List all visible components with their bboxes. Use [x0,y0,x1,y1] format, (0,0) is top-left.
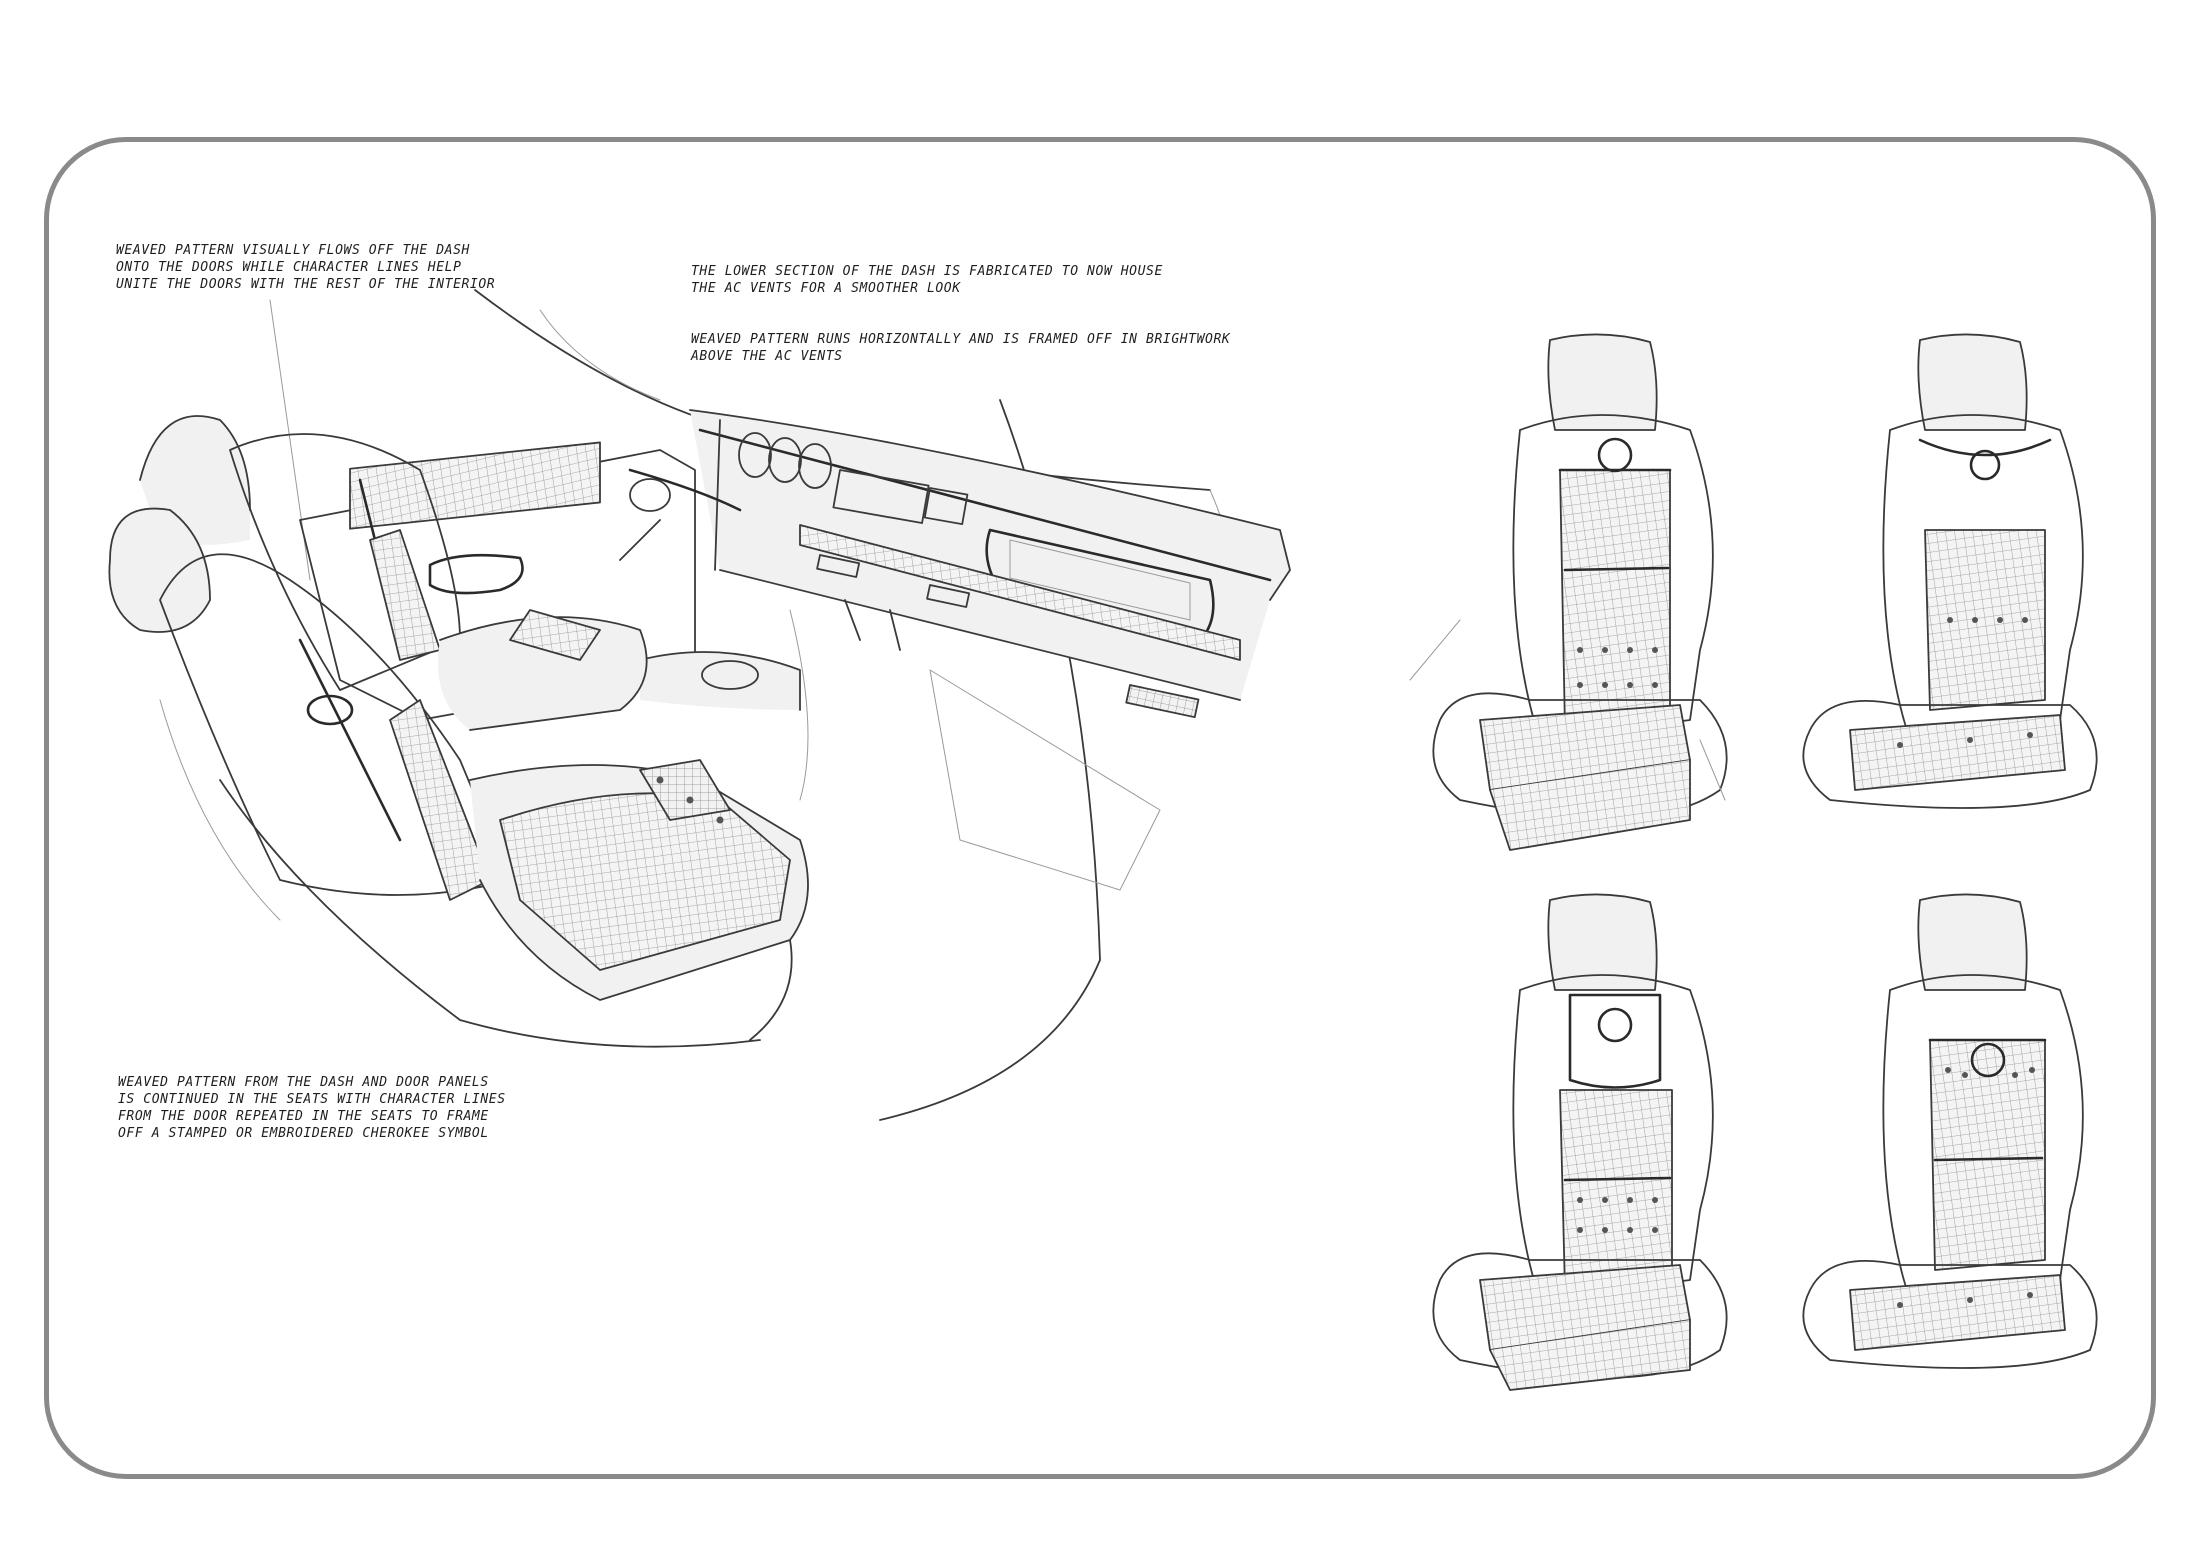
annotation-weave-horizontal: WEAVED PATTERN RUNS HORIZONTALLY AND IS … [691,331,1230,365]
annotation-line: WEAVED PATTERN FROM THE DASH AND DOOR PA… [118,1075,489,1090]
annotation-line: THE LOWER SECTION OF THE DASH IS FABRICA… [691,264,1163,279]
annotation-line: WEAVED PATTERN VISUALLY FLOWS OFF THE DA… [116,243,470,258]
annotation-line: IS CONTINUED IN THE SEATS WITH CHARACTER… [118,1092,506,1107]
annotation-line: ABOVE THE AC VENTS [691,349,843,364]
sheet-frame [44,137,2156,1479]
seat-variant-1 [1409,333,1728,851]
annotation-seats: WEAVED PATTERN FROM THE DASH AND DOOR PA… [118,1074,506,1142]
seat-variant-2 [1802,333,2098,809]
annotation-line: FROM THE DOOR REPEATED IN THE SEATS TO F… [118,1109,489,1124]
annotation-line: OFF A STAMPED OR EMBROIDERED CHEROKEE SY… [118,1126,489,1141]
annotation-line: THE AC VENTS FOR A SMOOTHER LOOK [691,281,961,296]
seat-variant-3 [1432,893,1728,1391]
annotation-line: WEAVED PATTERN RUNS HORIZONTALLY AND IS … [691,332,1231,347]
annotation-lower-dash: THE LOWER SECTION OF THE DASH IS FABRICA… [691,263,1163,297]
annotation-line: ONTO THE DOORS WHILE CHARACTER LINES HEL… [116,260,462,275]
annotation-line: UNITE THE DOORS WITH THE REST OF THE INT… [116,277,496,292]
annotation-doors: WEAVED PATTERN VISUALLY FLOWS OFF THE DA… [116,242,495,293]
seat-variant-4 [1802,893,2098,1369]
interior-sketch [108,289,1291,1121]
